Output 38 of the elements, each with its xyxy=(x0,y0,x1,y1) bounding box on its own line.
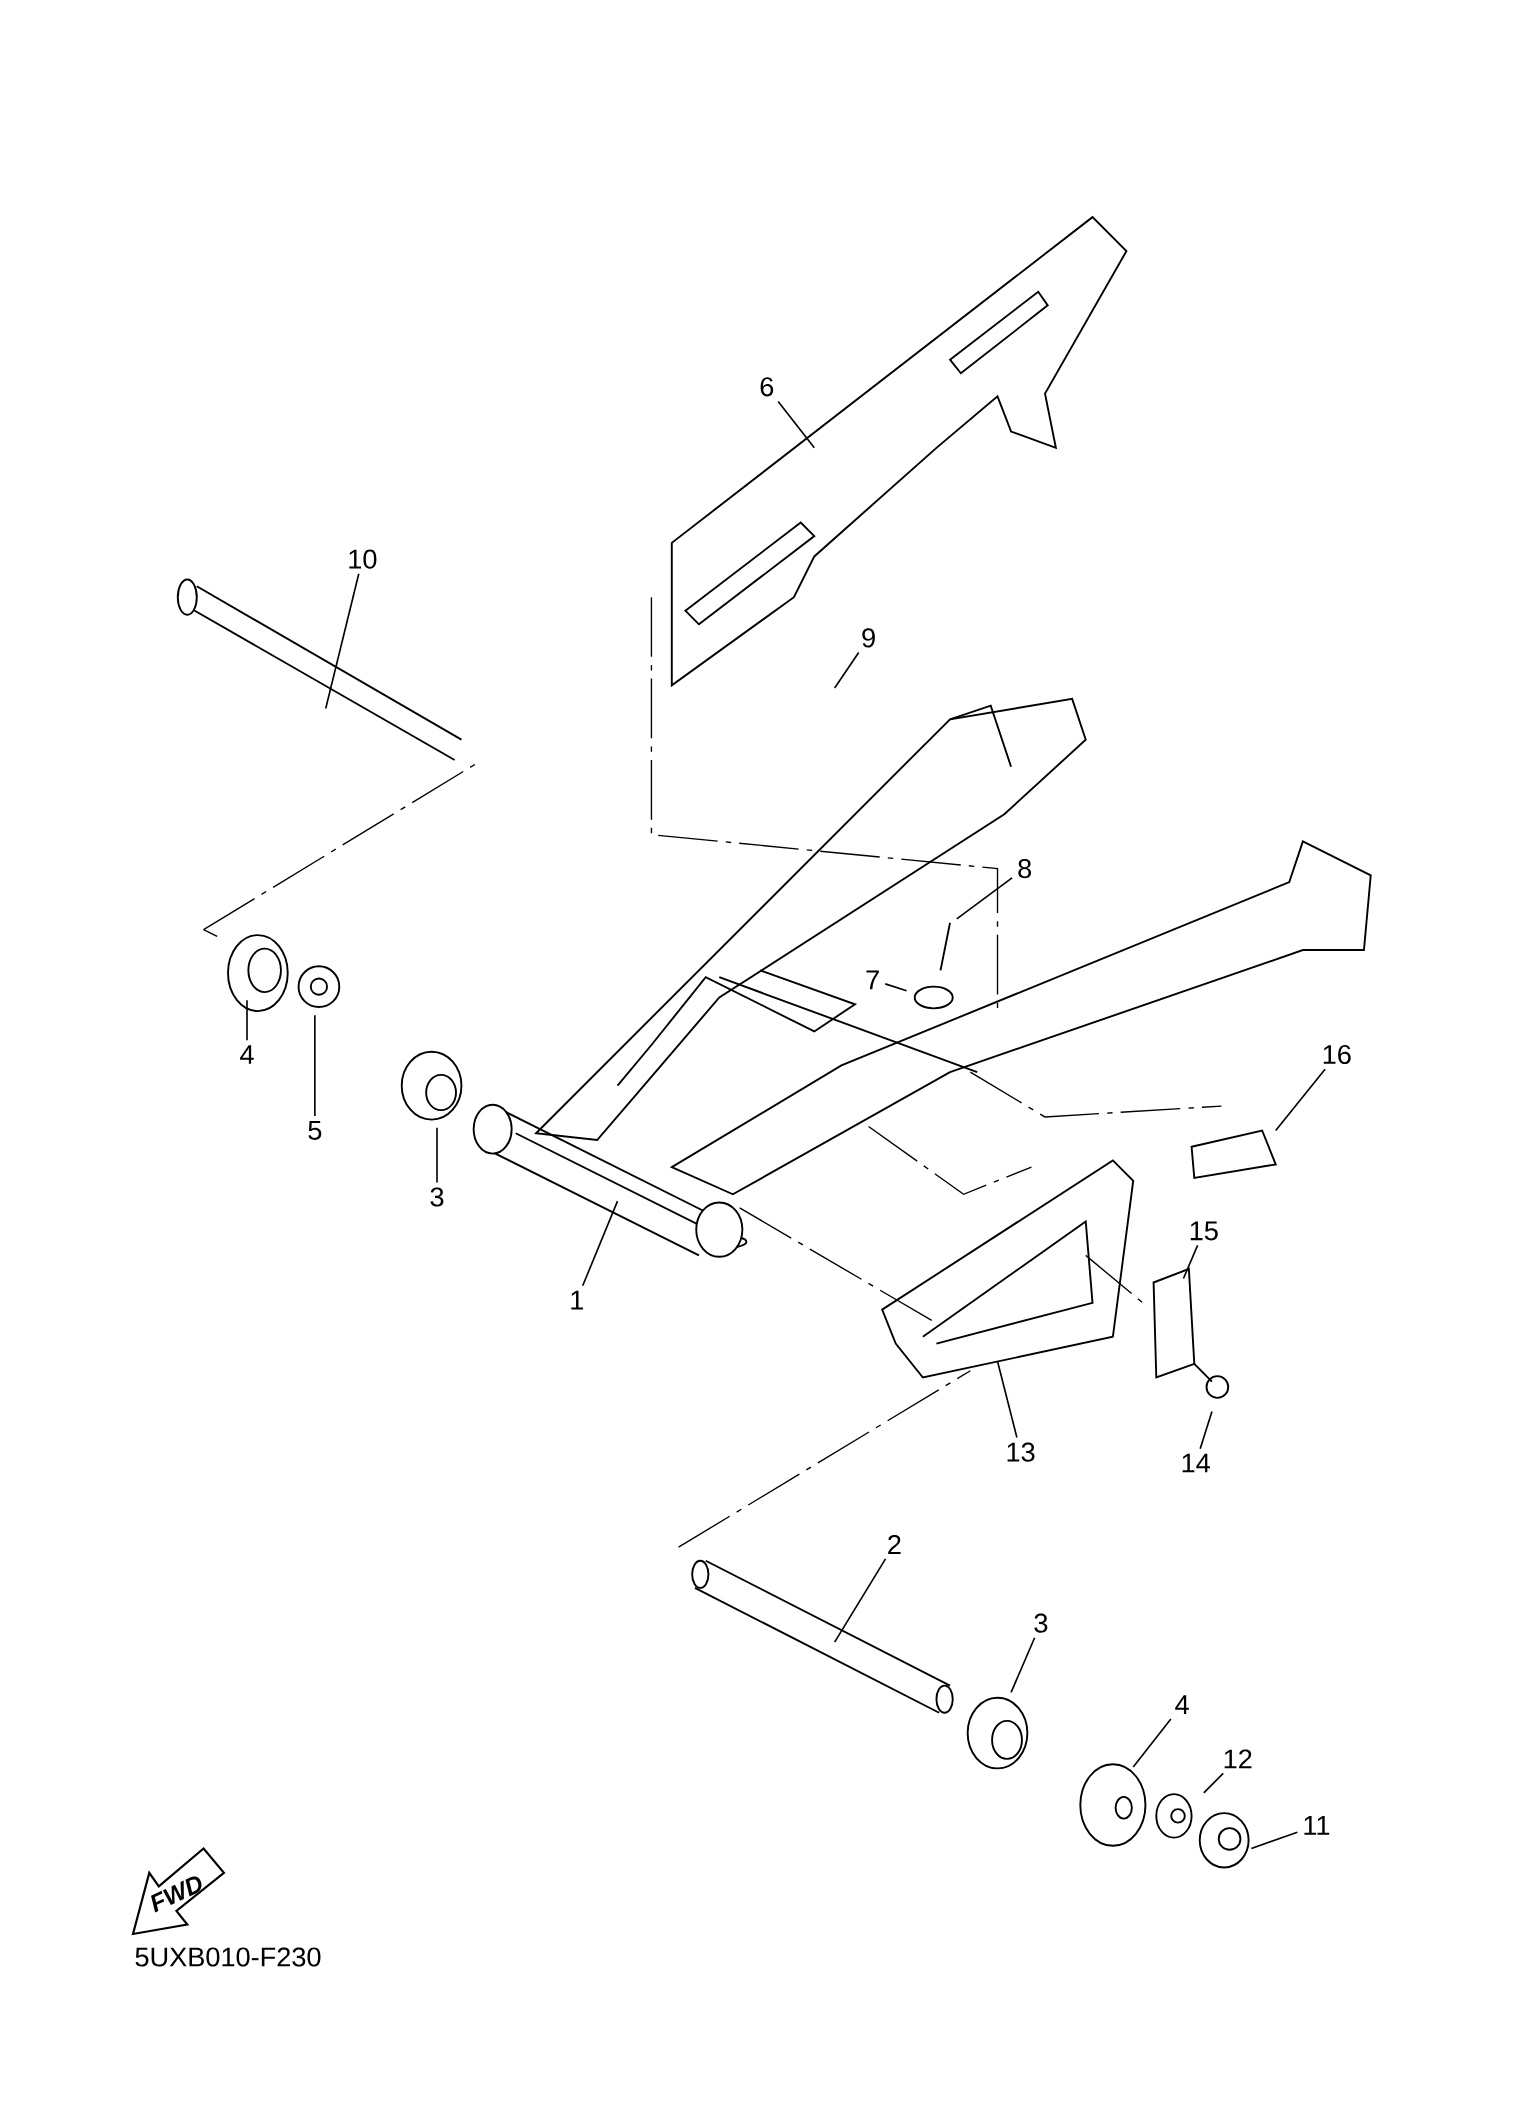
callout-number: 16 xyxy=(1323,1044,1351,1065)
callout-number: 3 xyxy=(1034,1613,1048,1633)
callout-number: 15 xyxy=(1190,1221,1218,1241)
callout-number: 12 xyxy=(1224,1749,1252,1769)
leader-line xyxy=(777,400,815,449)
callout-number: 7 xyxy=(866,970,879,990)
callout-number: 4 xyxy=(239,1045,254,1064)
leader-line xyxy=(1202,1772,1224,1794)
leader-line xyxy=(884,983,908,992)
callout-number: 13 xyxy=(1007,1442,1035,1462)
callout-number: 1 xyxy=(571,1290,583,1310)
callout-number: 4 xyxy=(1175,1695,1189,1714)
callout-number: 5 xyxy=(308,1121,322,1140)
leader-line xyxy=(955,877,1013,920)
leader-line xyxy=(1132,1718,1172,1768)
leader-line xyxy=(833,651,860,689)
leader-line xyxy=(324,572,360,710)
callout-number: 14 xyxy=(1182,1453,1210,1473)
leader-line xyxy=(833,1558,887,1643)
leader-line xyxy=(436,1127,438,1184)
leader-line xyxy=(1274,1068,1326,1132)
leader-line xyxy=(1182,1244,1199,1280)
callout-number: 2 xyxy=(888,1535,901,1554)
callout-number: 10 xyxy=(349,549,377,569)
leader-line xyxy=(996,1360,1018,1439)
callout-number: 11 xyxy=(1304,1816,1330,1835)
callout-number: 9 xyxy=(862,628,875,648)
leader-line xyxy=(246,999,248,1041)
callout-number: 3 xyxy=(430,1187,444,1207)
drawing-code: 5UXB010-F230 xyxy=(135,1947,321,1967)
leader-line xyxy=(313,1014,316,1117)
callout-number: 8 xyxy=(1018,859,1031,879)
leader-line xyxy=(1199,1410,1213,1450)
leader-line xyxy=(1250,1831,1298,1850)
leader-line xyxy=(581,1200,619,1287)
leader-line xyxy=(1010,1636,1036,1694)
direction-label: FWD xyxy=(150,1876,202,1913)
callout-number: 6 xyxy=(760,377,773,397)
